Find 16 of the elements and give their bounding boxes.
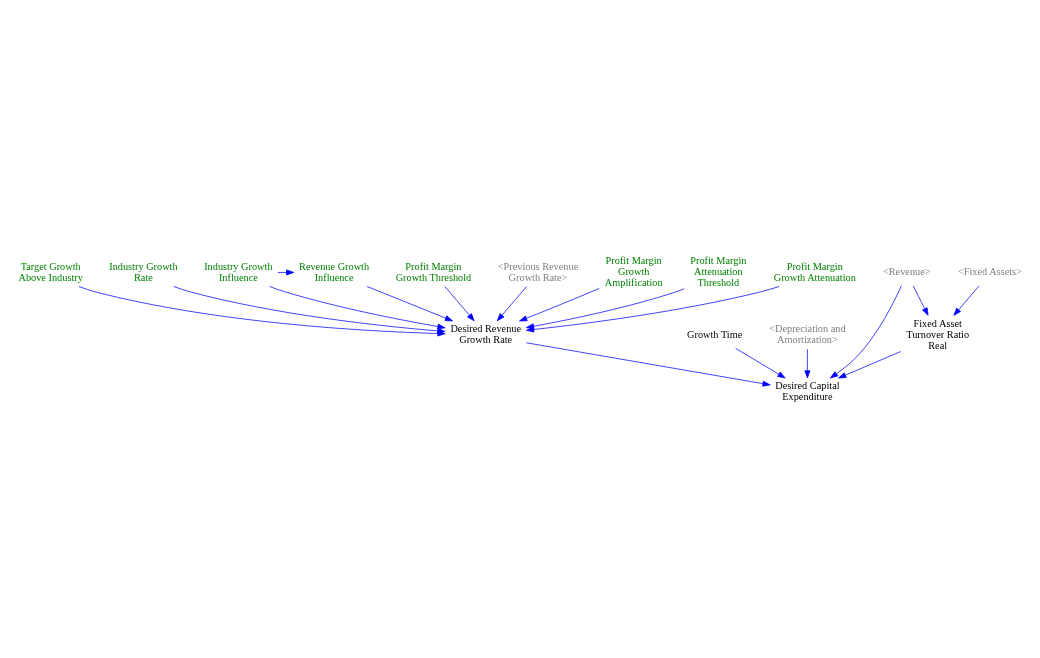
node-text: Profit Margin Attenuation Threshold — [689, 254, 746, 288]
node-text: Profit Margin Growth Amplification — [604, 254, 663, 288]
node-text: Target Growth Above Industry — [18, 260, 83, 283]
node-text: <Depreciation and Amortization> — [768, 322, 846, 345]
node-text: <Fixed Assets> — [957, 265, 1022, 277]
node-text: Desired Capital Expenditure — [774, 379, 840, 402]
node-text: Growth Time — [686, 328, 742, 340]
node-text: Profit Margin Growth Attenuation — [773, 260, 856, 283]
node-text: Revenue Growth Influence — [298, 260, 369, 283]
node-text: Fixed Asset Turnover Ratio Real — [905, 317, 969, 351]
node-text: Industry Growth Influence — [203, 260, 273, 283]
node-text: Profit Margin Growth Threshold — [395, 260, 471, 283]
node-text: Desired Revenue Growth Rate — [449, 322, 521, 345]
node-text: <Revenue> — [882, 265, 931, 277]
node-text: Industry Growth Rate — [108, 260, 178, 283]
node-text: <Previous Revenue Growth Rate> — [497, 260, 578, 283]
